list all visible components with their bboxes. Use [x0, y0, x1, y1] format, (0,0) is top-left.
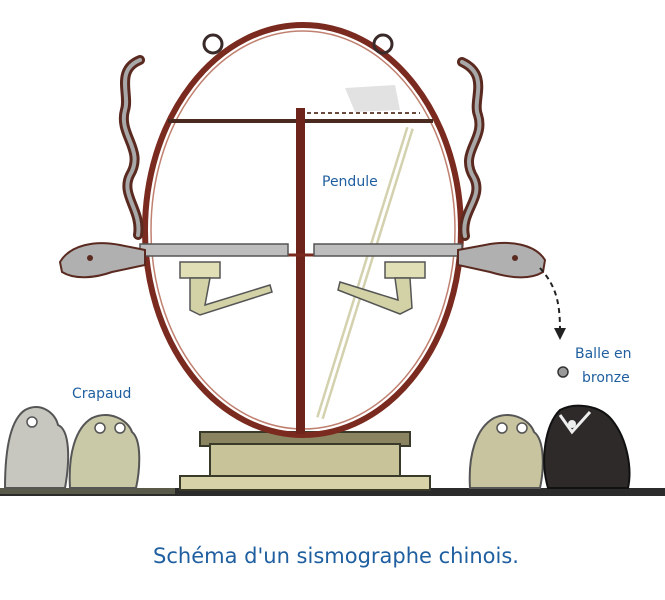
toad-left-1-icon: [3, 406, 70, 489]
top-ring-left: [202, 33, 224, 55]
ball-trajectory: [539, 267, 561, 331]
label-balle-line2: bronze: [582, 370, 630, 386]
top-ring-right: [372, 33, 394, 55]
lever-arm-left: [139, 243, 289, 316]
toad-left-2-icon: [68, 414, 141, 489]
lever-arm-right: [313, 243, 463, 315]
ground-line-left: [0, 488, 175, 494]
toad-right-1-icon: [468, 414, 544, 489]
ground-line: [0, 488, 665, 496]
dragon-left-icon: [58, 55, 146, 279]
label-balle-line1: Balle en: [575, 346, 632, 362]
pendulum-swing-ghost: [316, 85, 414, 420]
bronze-ball: [557, 366, 569, 378]
label-crapaud: Crapaud: [72, 386, 131, 402]
toad-right-2-icon: [543, 404, 631, 489]
arrow-head-icon: [554, 328, 566, 340]
diagram-caption: Schéma d'un sismographe chinois.: [153, 544, 519, 568]
dragon-right-icon: [457, 57, 547, 279]
central-pendulum-rod: [296, 108, 305, 434]
label-pendule: Pendule: [322, 174, 378, 190]
base-pedestal: [179, 431, 431, 491]
